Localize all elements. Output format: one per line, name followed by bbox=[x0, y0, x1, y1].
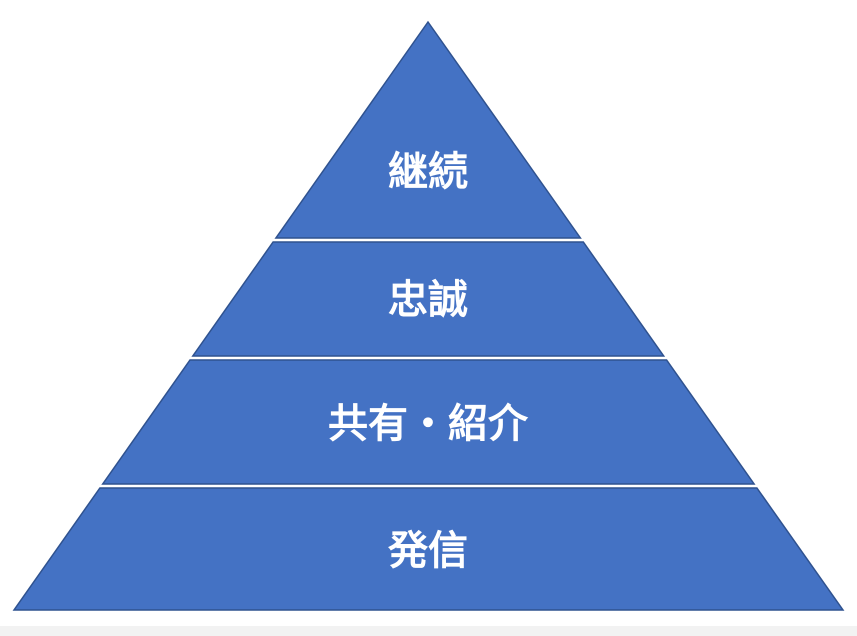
pyramid-tier-1: 継続 bbox=[274, 20, 582, 239]
tier-3-shape bbox=[101, 359, 756, 485]
tier-3-label: 共有・紹介 bbox=[328, 401, 529, 447]
tier-2-shape bbox=[191, 241, 666, 357]
tier-4-label: 発信 bbox=[388, 528, 468, 574]
pyramid-tier-4: 発信 bbox=[12, 487, 845, 611]
tier-1-shape bbox=[274, 20, 582, 239]
tier-1-label: 継続 bbox=[388, 149, 468, 195]
bottom-edge-strip bbox=[0, 626, 857, 636]
pyramid-tier-2: 忠誠 bbox=[191, 241, 666, 357]
tier-4-shape bbox=[12, 487, 845, 611]
pyramid-tiers: 継続 忠誠 共有・紹介 発信 bbox=[12, 20, 845, 611]
tier-2-label: 忠誠 bbox=[388, 277, 468, 323]
pyramid-tier-3: 共有・紹介 bbox=[101, 359, 756, 485]
